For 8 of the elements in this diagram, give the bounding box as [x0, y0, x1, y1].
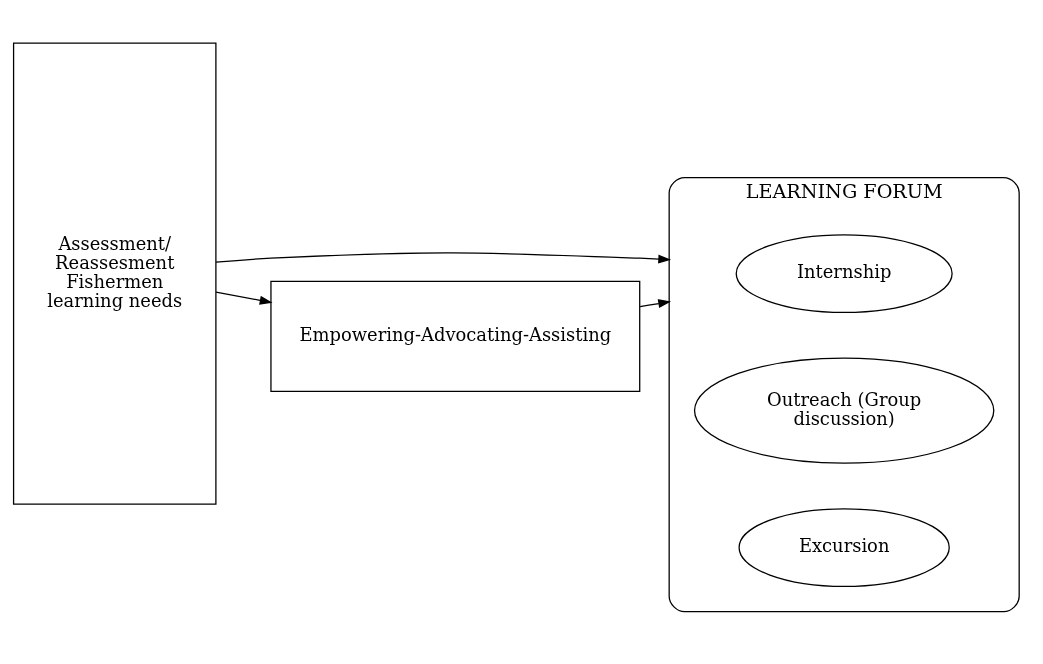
arrow: [215, 251, 672, 263]
node-ellipse: Internship: [735, 233, 953, 313]
arrow: [639, 298, 672, 308]
arrow: [215, 291, 273, 305]
node-box: Empowering-Advocating-Assisting: [270, 280, 641, 392]
node-box: Assessment/ Reassesment Fishermen learning needs: [12, 42, 217, 505]
node-ellipse: Excursion: [738, 507, 950, 587]
node-ellipse: Outreach (Group discussion): [693, 356, 995, 464]
